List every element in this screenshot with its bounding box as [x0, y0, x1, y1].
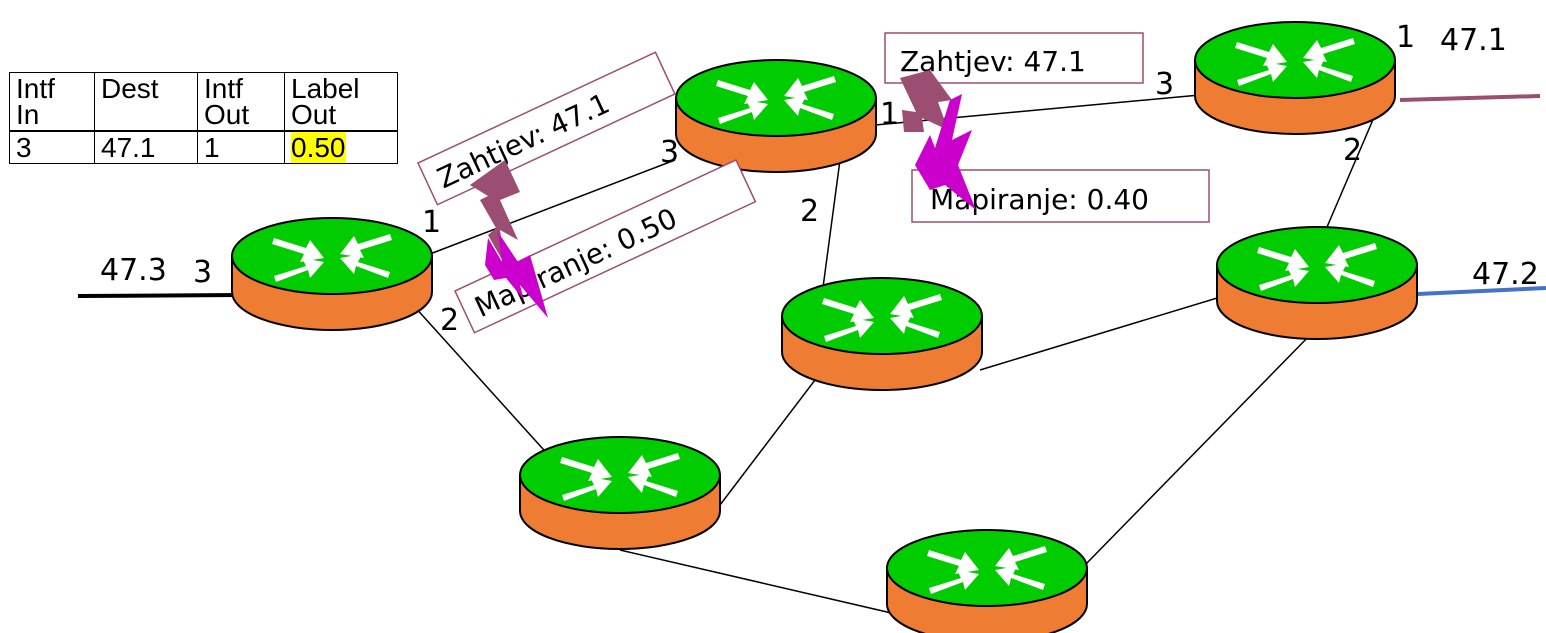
- r2-if-left-label: 3: [660, 135, 679, 170]
- router-6: [1216, 226, 1418, 340]
- link-r5-r7: [619, 549, 901, 616]
- link-r1-r2: [429, 159, 676, 255]
- router-7: [886, 529, 1088, 633]
- forwarding-table-header: Intf In Dest Intf Out Label Out: [9, 72, 398, 132]
- header-intf-out: Intf Out: [197, 72, 285, 132]
- net-47-3-label: 47.3: [100, 253, 167, 288]
- link-r4-r5: [719, 379, 816, 506]
- request-text-1: Zahtjev: 47.1: [432, 87, 614, 195]
- request-arrow-1: [470, 160, 520, 265]
- r2-if-down-label: 2: [800, 194, 819, 229]
- net-47-2-label: 47.2: [1472, 257, 1539, 292]
- table-row: 3 47.1 1 0.50: [9, 130, 398, 164]
- link-r4-r6: [979, 284, 1261, 371]
- header-label-out: Label Out: [284, 72, 398, 132]
- router-3: [1194, 21, 1396, 135]
- link-r6-r7: [1084, 329, 1316, 566]
- router-5: [519, 436, 721, 550]
- router-2: [675, 59, 877, 173]
- request-arrow-2: [900, 70, 952, 132]
- cell-intf-in: 3: [9, 130, 95, 164]
- mapping-arrow-1: [485, 232, 548, 318]
- link-net-47-1: [1399, 94, 1541, 102]
- net-47-1-label: 47.1: [1440, 23, 1507, 58]
- r1-if-in-label: 3: [193, 255, 212, 290]
- r3-if-left-label: 3: [1155, 67, 1174, 102]
- r3-if-right-label: 1: [1396, 20, 1415, 55]
- link-net-47-3: [77, 293, 241, 298]
- router-1: [231, 217, 433, 331]
- r1-if-up-label: 1: [422, 205, 441, 240]
- header-intf-in: Intf In: [9, 72, 95, 132]
- r1-if-down-label: 2: [440, 303, 459, 338]
- cell-intf-out: 1: [197, 130, 285, 164]
- router-4: [781, 277, 983, 391]
- label-out-value: 0.50: [291, 132, 346, 163]
- request-box-1: Zahtjev: 47.1: [417, 51, 676, 206]
- cell-dest: 47.1: [94, 130, 198, 164]
- r2-if-right-label: 1: [880, 97, 899, 132]
- header-dest: Dest: [94, 72, 198, 132]
- forwarding-table: Intf In Dest Intf Out Label Out 3 47.1 1…: [9, 72, 398, 164]
- r3-if-down-label: 2: [1343, 133, 1362, 168]
- mapping-arrow-2: [915, 94, 976, 210]
- link-net-47-2: [1417, 286, 1546, 296]
- cell-label-out: 0.50: [284, 130, 398, 164]
